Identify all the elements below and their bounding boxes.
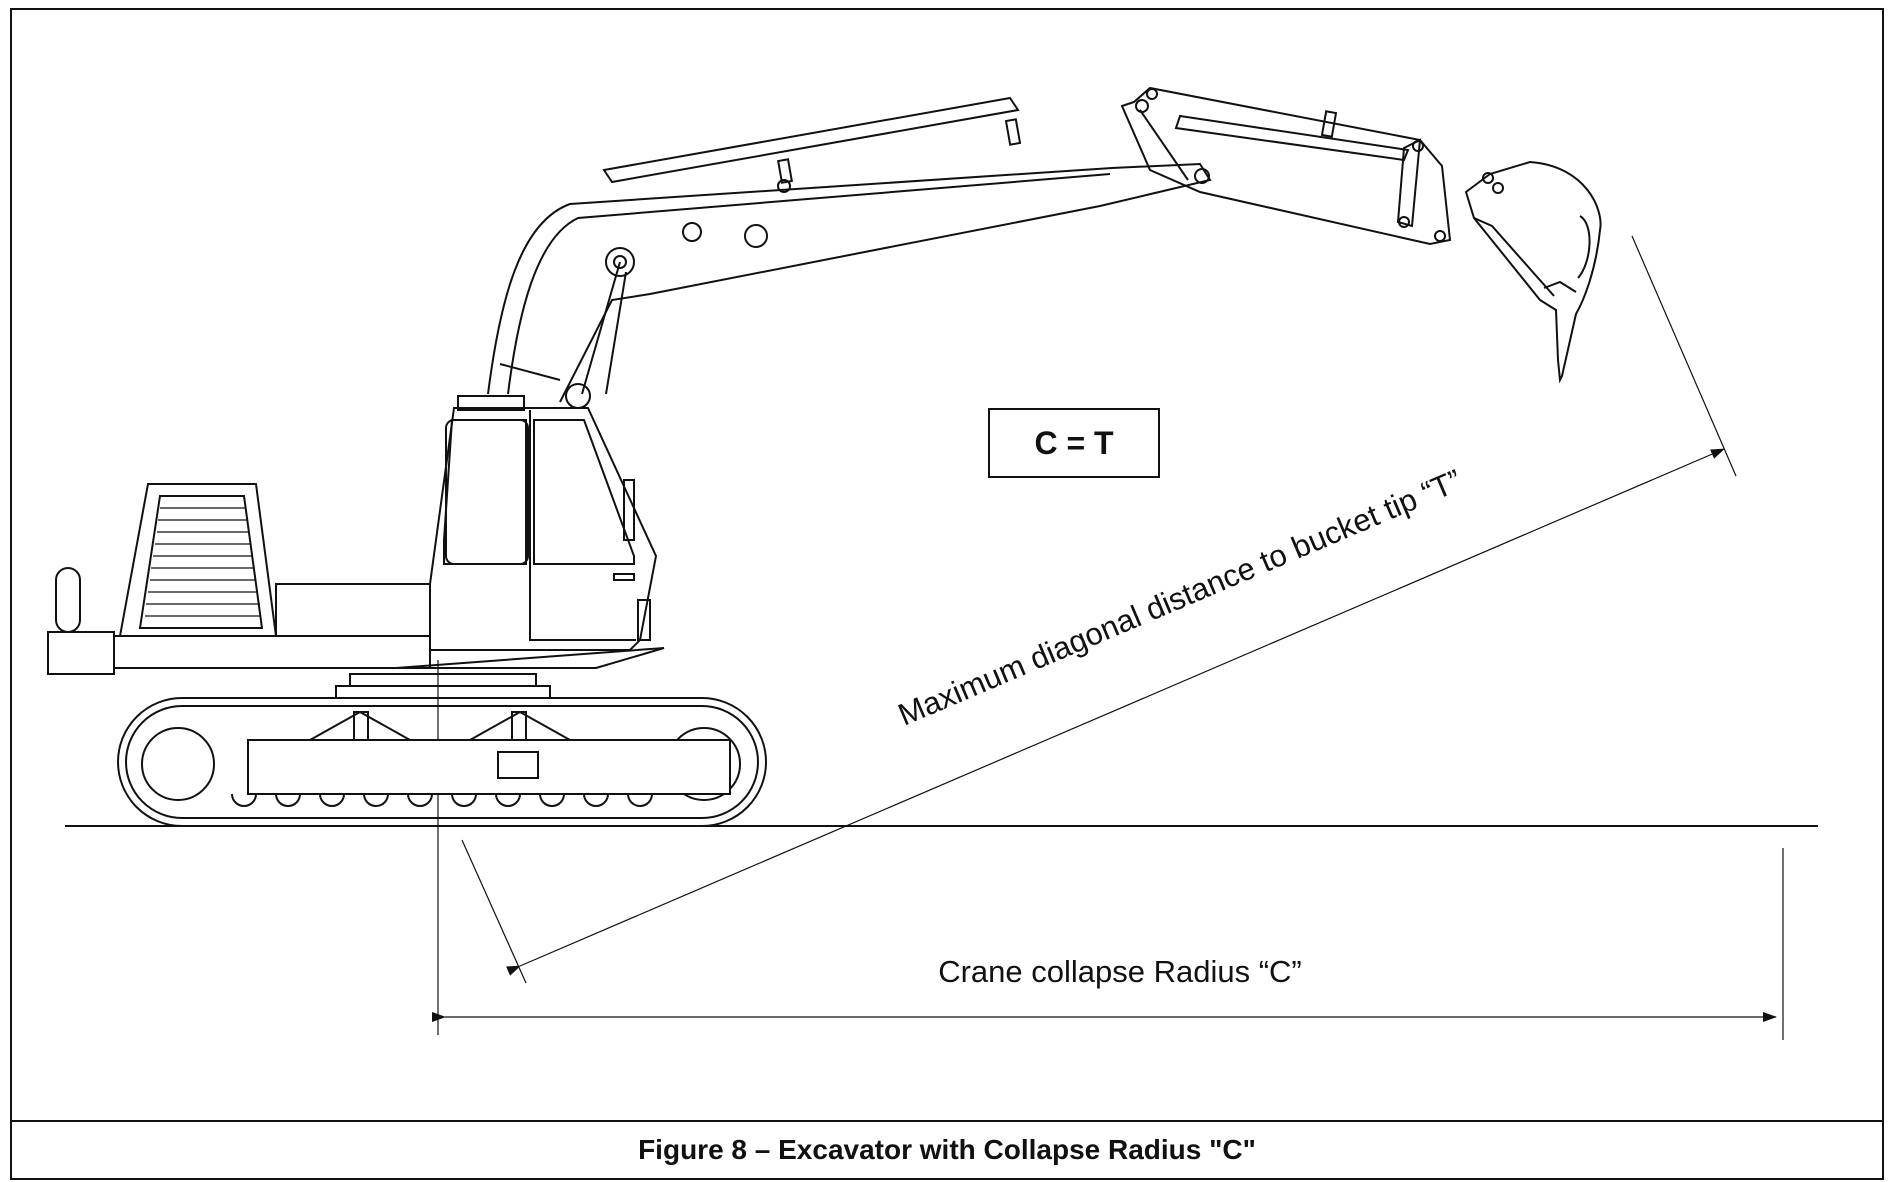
radius-label: Crane collapse Radius “C” xyxy=(938,954,1302,989)
diagonal-dimension-arrow xyxy=(506,448,1725,976)
figure-caption: Figure 8 – Excavator with Collapse Radiu… xyxy=(638,1134,1256,1165)
figure-frame xyxy=(10,8,1884,1180)
equation-box: C = T xyxy=(988,408,1160,478)
excavator-drawing xyxy=(47,86,1602,827)
diagonal-ext-line-low xyxy=(461,839,527,984)
equation-label: C = T xyxy=(1034,424,1114,461)
diagonal-ext-line-high xyxy=(1631,235,1737,477)
caption-box: Figure 8 – Excavator with Collapse Radiu… xyxy=(10,1120,1884,1180)
